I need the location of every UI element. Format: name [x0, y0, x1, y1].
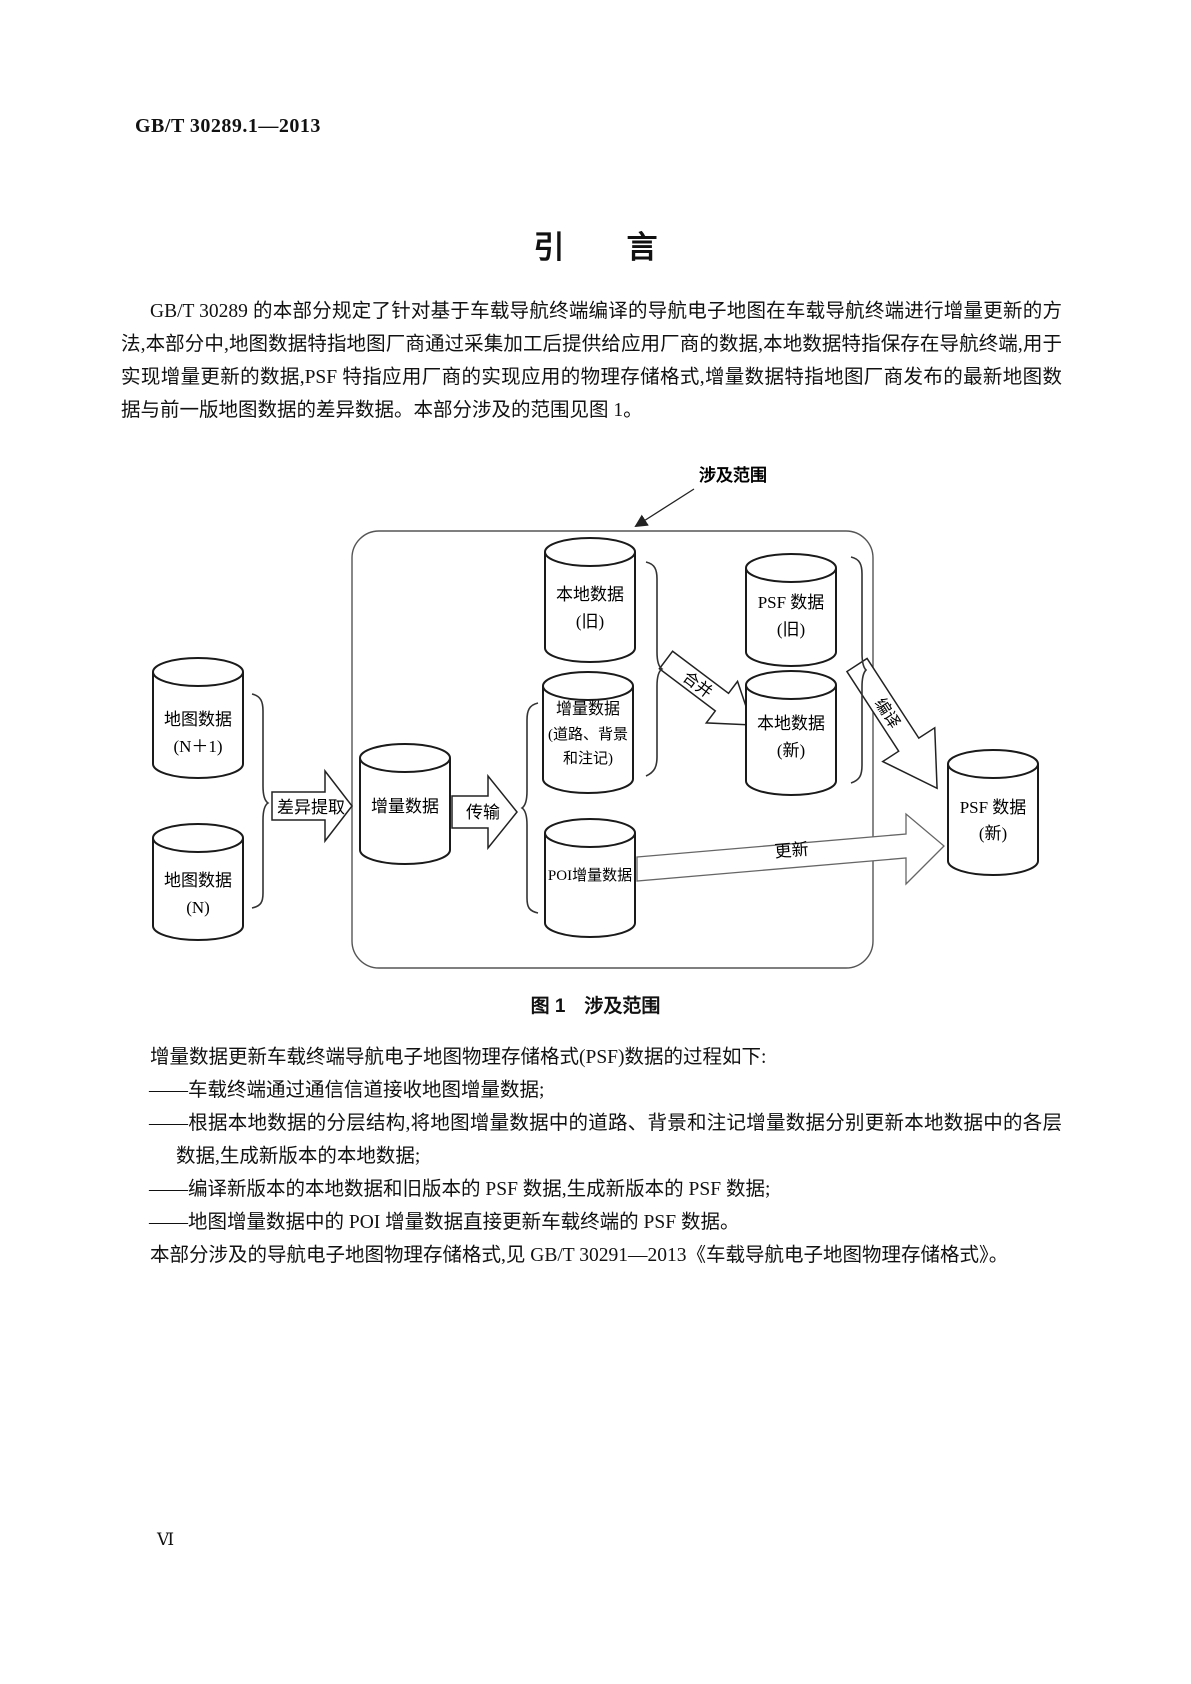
brace-merge-sources	[645, 561, 664, 777]
cylinder-label: 和注记)	[563, 750, 613, 767]
cylinder-local-data-new: 本地数据 (新)	[745, 670, 837, 796]
intro-paragraph: GB/T 30289 的本部分规定了针对基于车载导航终端编译的导航电子地图在车载…	[121, 301, 1062, 421]
figure-caption: 图 1 涉及范围	[530, 996, 661, 1017]
scope-box	[351, 530, 874, 969]
cylinder-map-data-n: 地图数据 (N)	[152, 823, 244, 941]
process-closing: 本部分涉及的导航电子地图物理存储格式,见 GB/T 30291—2013《车载导…	[150, 1245, 1009, 1266]
cylinder-label: 地图数据	[164, 710, 232, 729]
process-item: ——车载终端通过通信信道接收地图增量数据;	[149, 1080, 545, 1101]
process-section: 增量数据更新车载终端导航电子地图物理存储格式(PSF)数据的过程如下: ——车载…	[121, 1041, 1062, 1272]
diff-extract-arrow-label: 差异提取	[277, 798, 345, 817]
cylinder-label: (旧)	[576, 612, 604, 631]
doc-number: GB/T 30289.1—2013	[135, 115, 321, 137]
cylinder-label: POI增量数据	[548, 867, 632, 884]
callout-pointer: 涉及范围	[634, 465, 767, 528]
callout-label: 涉及范围	[699, 465, 767, 485]
cylinder-label: 地图数据	[164, 871, 232, 890]
cylinder-label: (N)	[186, 898, 210, 917]
compile-arrow: 编译	[845, 657, 938, 790]
process-item: ——根据本地数据的分层结构,将地图增量数据中的道路、背景和注记增量数据分别更新本…	[149, 1113, 1062, 1167]
page-title: 引 言	[533, 230, 658, 265]
cylinder-map-data-n1: 地图数据 (N＋1)	[152, 657, 244, 779]
cylinder-label: (道路、背景	[548, 726, 628, 743]
brace-transmit-targets	[520, 702, 539, 914]
cylinder-poi-delta-data: POI增量数据	[544, 818, 636, 938]
cylinder-label: (新)	[979, 824, 1007, 843]
cylinder-label: (新)	[777, 741, 805, 760]
cylinder-label: PSF 数据	[758, 593, 825, 612]
transmit-arrow-label: 传输	[466, 803, 500, 822]
cylinder-label: PSF 数据	[960, 798, 1027, 817]
cylinder-label: 本地数据	[757, 714, 825, 733]
process-item: ——编译新版本的本地数据和旧版本的 PSF 数据,生成新版本的 PSF 数据;	[149, 1179, 771, 1200]
transmit-arrow: 传输	[451, 773, 518, 851]
diff-extract-arrow: 差异提取	[271, 768, 353, 844]
cylinder-label: (N＋1)	[173, 737, 222, 756]
cylinder-label: 本地数据	[556, 585, 624, 604]
update-arrow: 更新	[636, 812, 945, 886]
brace-compile-sources	[850, 556, 868, 784]
cylinder-local-data-old: 本地数据 (旧)	[544, 537, 636, 663]
cylinder-delta-data: 增量数据	[359, 743, 451, 865]
cylinder-label: 增量数据	[556, 700, 620, 718]
page-number: Ⅵ	[157, 1530, 175, 1549]
cylinder-label: (旧)	[777, 620, 805, 639]
brace-map-sources	[251, 693, 270, 909]
cylinder-label: 增量数据	[371, 797, 439, 816]
process-lead: 增量数据更新车载终端导航电子地图物理存储格式(PSF)数据的过程如下:	[150, 1047, 767, 1068]
update-arrow-label: 更新	[774, 840, 809, 862]
merge-arrow: 合并	[658, 650, 754, 726]
cylinder-psf-data-old: PSF 数据 (旧)	[745, 553, 837, 667]
cylinder-delta-road-bg-note: 增量数据 (道路、背景 和注记)	[542, 671, 634, 794]
cylinder-psf-data-new: PSF 数据 (新)	[947, 749, 1039, 876]
process-item: ——地图增量数据中的 POI 增量数据直接更新车载终端的 PSF 数据。	[149, 1212, 740, 1233]
